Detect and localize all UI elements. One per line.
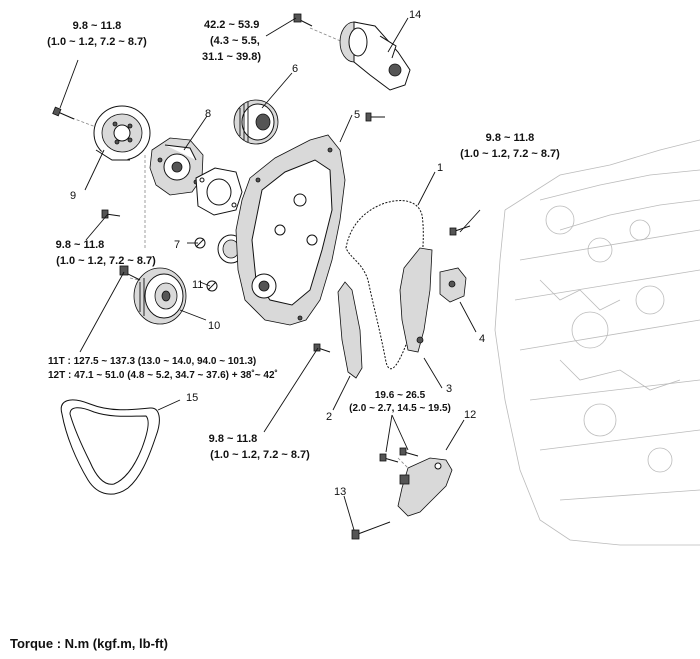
bracket-long-bolt <box>351 521 391 540</box>
torque-line: (1.0 ~ 1.2, 7.2 ~ 8.7) <box>47 36 147 48</box>
crankshaft-damper-pulley <box>133 267 187 325</box>
torque-unit-legend: Torque : N.m (kgf.m, lb-ft) <box>10 636 168 651</box>
crankshaft-bolt <box>119 265 141 281</box>
bracket-bolts <box>379 447 419 463</box>
torque-line: 12T : 47.1 ~ 51.0 (4.8 ~ 5.2, 34.7 ~ 37.… <box>48 369 278 381</box>
torque-pump-bolt: 9.8 ~ 11.8 (1.0 ~ 1.2, 7.2 ~ 8.7) <box>56 239 156 267</box>
torque-crank-bolt: 11T : 127.5 ~ 137.3 (13.0 ~ 14.0, 94.0 ~… <box>48 356 278 381</box>
idler-pulley <box>93 105 151 161</box>
torque-line: 9.8 ~ 11.8 <box>209 433 258 445</box>
torque-line: 31.1 ~ 39.8) <box>202 51 261 63</box>
tensioner-bolt <box>293 13 313 27</box>
chain-guide-bolt <box>313 343 331 353</box>
idler-pulley-bolt <box>52 106 75 120</box>
torque-line: 9.8 ~ 11.8 <box>56 239 105 251</box>
torque-line: 9.8 ~ 11.8 <box>486 132 535 144</box>
torque-tensioner-bolt: 42.2 ~ 53.9 (4.3 ~ 5.5, 31.1 ~ 39.8) <box>202 19 261 63</box>
tensioner-pulley <box>233 99 279 145</box>
timing-chain-cover <box>235 134 346 326</box>
engine-block-outline <box>494 139 700 546</box>
part-labels: 1 2 3 4 5 6 7 8 9 10 11 12 13 14 15 <box>70 9 485 498</box>
water-pump-bolt <box>101 209 121 219</box>
torque-line: 42.2 ~ 53.9 <box>204 19 259 31</box>
torque-line: (1.0 ~ 1.2, 7.2 ~ 8.7) <box>56 255 156 267</box>
torque-bracket-bolt: 19.6 ~ 26.5 (2.0 ~ 2.7, 14.5 ~ 19.5) <box>349 390 451 414</box>
part-label: 10 <box>208 320 220 332</box>
leader-lines <box>59 17 481 531</box>
engine-mount-bracket <box>397 457 453 517</box>
chain-guide <box>337 281 363 379</box>
cover-bolt <box>365 112 385 122</box>
torque-guide-bolt: 9.8 ~ 11.8 (1.0 ~ 1.2, 7.2 ~ 8.7) <box>209 433 310 461</box>
part-label: 8 <box>205 108 211 120</box>
auto-tensioner <box>339 21 411 91</box>
torque-right-bolt: 9.8 ~ 11.8 (1.0 ~ 1.2, 7.2 ~ 8.7) <box>460 132 560 160</box>
part-label: 6 <box>292 63 298 75</box>
tensioner-arm <box>399 247 433 353</box>
torque-line: 11T : 127.5 ~ 137.3 (13.0 ~ 14.0, 94.0 ~… <box>48 356 256 367</box>
chain-tensioner <box>439 267 467 303</box>
drive-belt <box>60 399 160 495</box>
torque-idler-bolt: 9.8 ~ 11.8 (1.0 ~ 1.2, 7.2 ~ 8.7) <box>47 20 147 48</box>
no-reuse-symbol-11 <box>206 280 218 292</box>
part-label: 2 <box>326 411 332 423</box>
torque-line: 19.6 ~ 26.5 <box>375 390 426 401</box>
part-label: 7 <box>174 239 180 251</box>
tensioner-mounting-bolt <box>449 225 471 236</box>
part-label: 12 <box>464 409 476 421</box>
torque-line: (2.0 ~ 2.7, 14.5 ~ 19.5) <box>349 403 451 414</box>
part-label: 3 <box>446 383 452 395</box>
part-label: 9 <box>70 190 76 202</box>
part-label: 1 <box>437 162 443 174</box>
part-label: 4 <box>479 333 485 345</box>
part-label: 15 <box>186 392 198 404</box>
water-pump <box>149 137 204 196</box>
torque-line: (1.0 ~ 1.2, 7.2 ~ 8.7) <box>460 148 560 160</box>
water-pump-gasket <box>195 167 243 216</box>
part-label: 13 <box>334 486 346 498</box>
torque-line: (1.0 ~ 1.2, 7.2 ~ 8.7) <box>210 449 310 461</box>
torque-line: 9.8 ~ 11.8 <box>73 20 122 32</box>
part-label: 5 <box>354 109 360 121</box>
torque-line: (4.3 ~ 5.5, <box>210 35 260 47</box>
part-label: 14 <box>409 9 421 21</box>
part-label: 11 <box>192 279 203 291</box>
